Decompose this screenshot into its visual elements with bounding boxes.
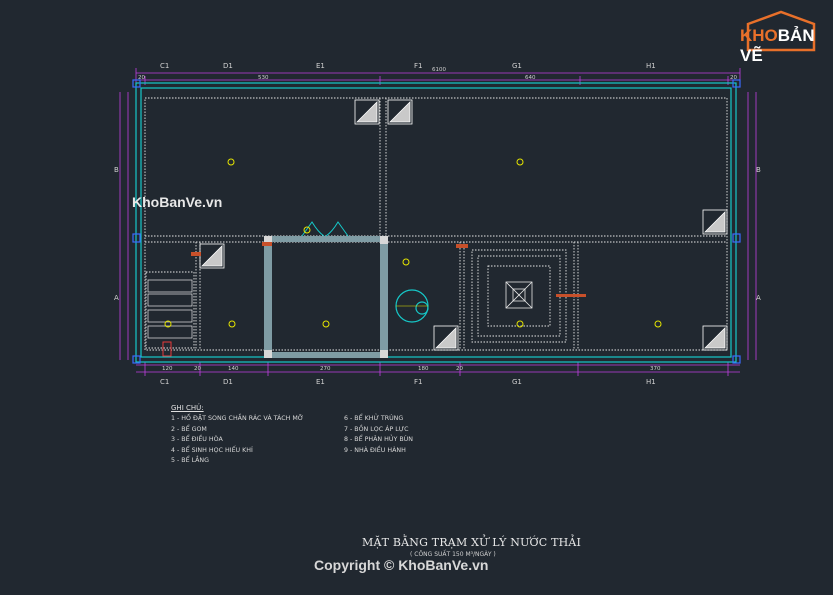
logo-text: KHOBẢN VẼ bbox=[740, 26, 833, 66]
pressure-filter-tank bbox=[395, 289, 429, 323]
axis-label-top: C1 bbox=[160, 62, 169, 70]
room-markers bbox=[164, 158, 662, 328]
dimension-top: 20 bbox=[730, 75, 737, 81]
axis-label-bottom: D1 bbox=[223, 378, 233, 386]
logo-part2: BẢN VẼ bbox=[740, 26, 815, 65]
copyright-text: Copyright © KhoBanVe.vn bbox=[314, 557, 489, 573]
manhole-covers bbox=[199, 99, 728, 351]
axis-label-top: D1 bbox=[223, 62, 233, 70]
axis-label-top: G1 bbox=[512, 62, 522, 70]
dimension-numbers: 6100 20 530 640 20 120 20 140 270 180 20… bbox=[138, 67, 737, 372]
axis-label-right: A bbox=[756, 294, 761, 302]
interior-partitions bbox=[144, 97, 728, 351]
door-swing bbox=[301, 221, 349, 237]
axis-label-bottom: E1 bbox=[316, 378, 325, 386]
dimension-top: 530 bbox=[258, 75, 269, 81]
drawing-subtitle: ( CÔNG SUẤT 150 M³/NGÀY ) bbox=[410, 551, 496, 558]
watermark-text: KhoBanVe.vn bbox=[132, 194, 223, 210]
axis-label-top: F1 bbox=[414, 62, 422, 70]
legend-heading: GHI CHÚ: bbox=[171, 404, 204, 412]
legend-item: 5 - BỂ LẮNG bbox=[171, 457, 209, 464]
dimension-top: 640 bbox=[525, 75, 536, 81]
legend-item: 1 - HỐ ĐẶT SONG CHẮN RÁC VÀ TÁCH MỠ bbox=[171, 415, 304, 422]
legend-item: 8 - BỂ PHÂN HỦY BÙN bbox=[344, 436, 413, 443]
legend-item: 6 - BỂ KHỬ TRÙNG bbox=[344, 415, 404, 422]
axis-label-bottom: H1 bbox=[646, 378, 656, 386]
axis-label-bottom: F1 bbox=[414, 378, 422, 386]
logo-part1: KHO bbox=[740, 26, 778, 45]
axis-labels: C1 D1 E1 F1 G1 H1 C1 D1 E1 F1 G1 H1 B A … bbox=[114, 62, 761, 386]
dimension-bottom: 270 bbox=[320, 366, 331, 372]
legend-item: 2 - BỂ GOM bbox=[171, 425, 207, 433]
dimension-top: 20 bbox=[138, 75, 145, 81]
axis-label-left: B bbox=[114, 166, 119, 174]
dimension-bottom: 180 bbox=[418, 366, 429, 372]
legend-item: 4 - BỂ SINH HỌC HIẾU KHÍ bbox=[171, 446, 253, 454]
axis-label-left: A bbox=[114, 294, 119, 302]
drawing-title: MẶT BẰNG TRẠM XỬ LÝ NƯỚC THẢI bbox=[362, 536, 582, 549]
left-compartments bbox=[147, 279, 193, 339]
sludge-tank-center bbox=[505, 281, 533, 309]
dimension-lines bbox=[119, 68, 757, 376]
legend-item: 9 - NHÀ ĐIỀU HÀNH bbox=[344, 446, 406, 454]
dimension-bottom: 370 bbox=[650, 366, 661, 372]
outer-walls bbox=[135, 82, 737, 363]
axis-grid-markers bbox=[132, 79, 741, 364]
axis-label-bottom: C1 bbox=[160, 378, 169, 386]
dimension-bottom: 20 bbox=[194, 366, 201, 372]
dimension-bottom: 20 bbox=[456, 366, 463, 372]
dimension-total: 6100 bbox=[432, 67, 446, 73]
control-house-walls bbox=[264, 236, 388, 358]
axis-label-top: H1 bbox=[646, 62, 656, 70]
dimension-bottom: 120 bbox=[162, 366, 173, 372]
axis-label-top: E1 bbox=[316, 62, 325, 70]
axis-label-bottom: G1 bbox=[512, 378, 522, 386]
dimension-bottom: 140 bbox=[228, 366, 239, 372]
axis-label-right: B bbox=[756, 166, 761, 174]
legend-item: 7 - BỒN LỌC ÁP LỰC bbox=[344, 425, 409, 433]
legend-item: 3 - BỂ ĐIỀU HÒA bbox=[171, 436, 223, 443]
legend-left-column: 1 - HỐ ĐẶT SONG CHẮN RÁC VÀ TÁCH MỠ 2 - … bbox=[171, 414, 304, 467]
khobanve-logo bbox=[746, 10, 816, 52]
legend-right-column: 6 - BỂ KHỬ TRÙNG 7 - BỒN LỌC ÁP LỰC 8 - … bbox=[344, 414, 413, 456]
pipe-markers bbox=[162, 242, 586, 357]
